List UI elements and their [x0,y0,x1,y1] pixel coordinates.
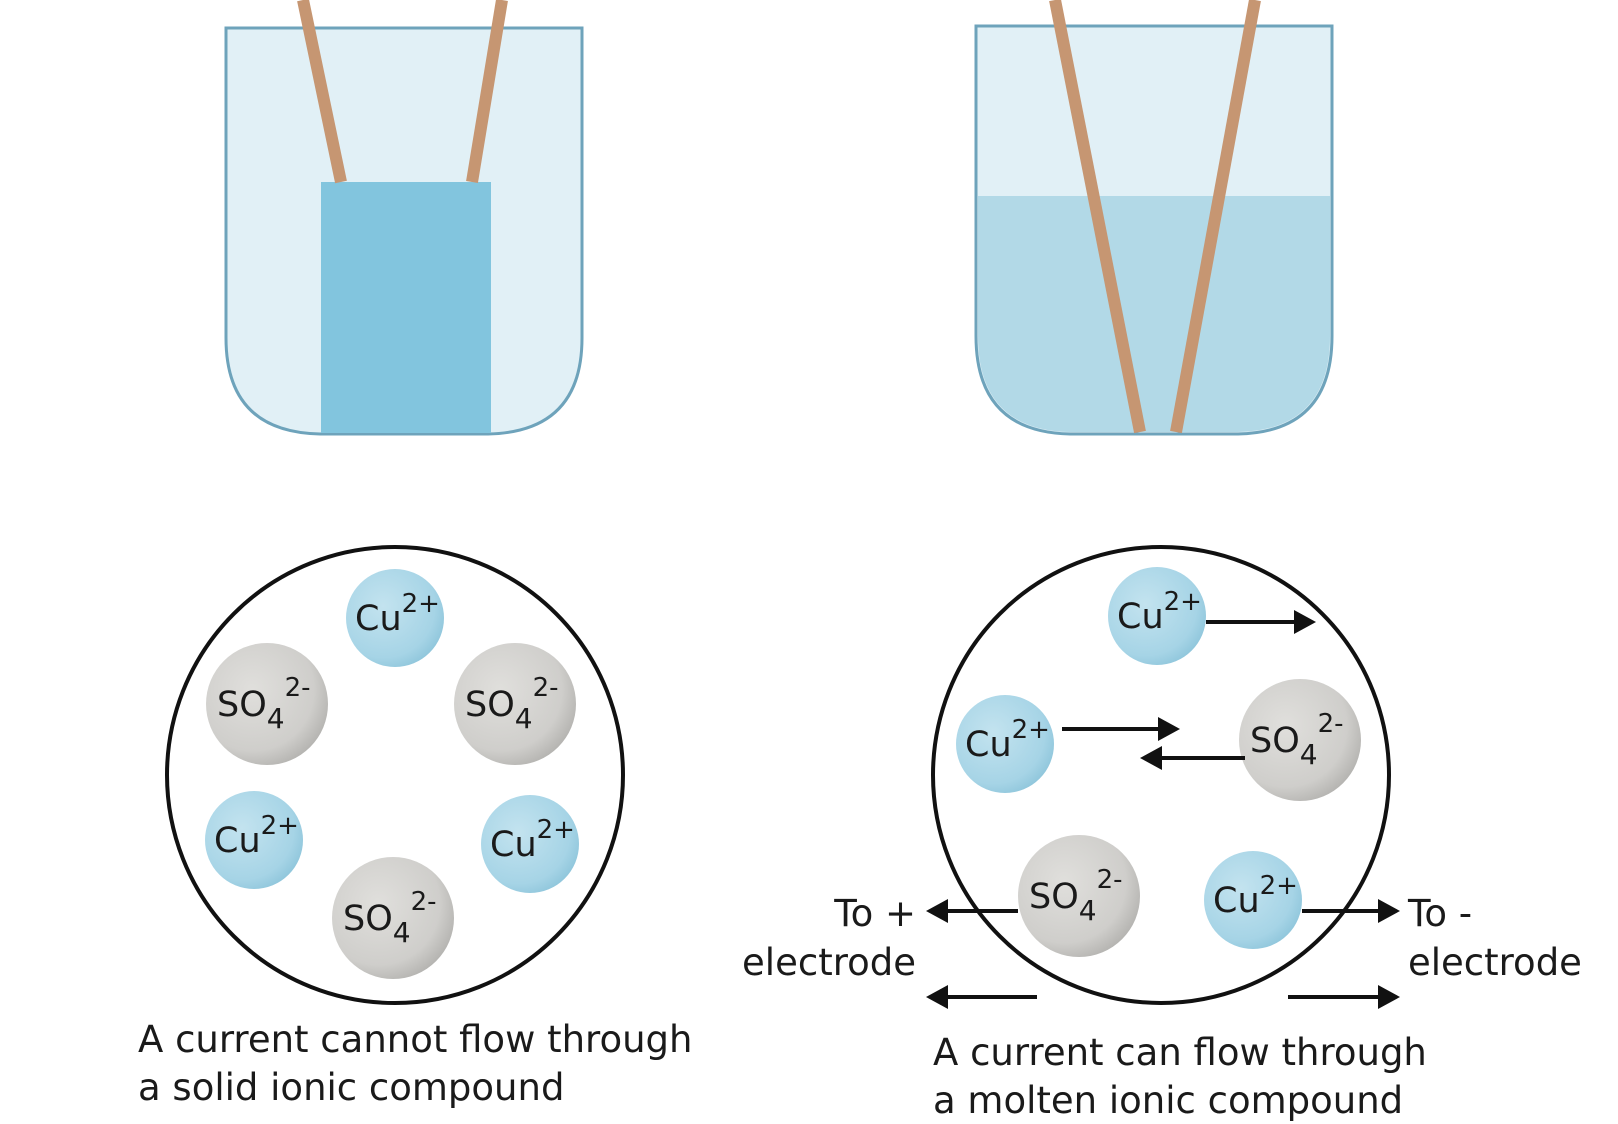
arrow-to-negative-electrode [1302,899,1400,923]
so4-ion-solid-2: SO42- [206,643,328,765]
solid-lattice-circle [165,545,625,1005]
anion-sphere [454,643,576,765]
so4-ion-solid-3: SO42- [454,643,576,765]
anion-sphere [1239,679,1361,801]
arrow-cu-top-right [1206,610,1316,634]
electrode-right-b [1170,0,1261,434]
electrode-left-b [466,0,508,183]
anion-sphere [332,857,454,979]
cu-ion-label: Cu2+ [214,811,299,861]
cation-sphere [346,569,444,667]
arrow-to-positive-electrode [926,899,1018,923]
molten-ion-group: Cu2+ Cu2+ SO42- SO42- Cu2+ [956,567,1361,957]
solid-caption-line2: a solid ionic compound [138,1066,564,1109]
cu-ion-solid-1: Cu2+ [346,569,444,667]
to-negative-label-line1: To - [1407,892,1472,935]
beaker-solid [224,0,584,436]
cu-ion-label: Cu2+ [490,815,575,865]
so4-ion-molten-3: SO42- [1239,679,1361,801]
anion-sphere [1018,835,1140,957]
solid-caption-line1: A current cannot flow through [138,1018,692,1061]
arrow-cu-mid-right [1062,717,1180,741]
anion-sphere [206,643,328,765]
cu-ion-molten-1: Cu2+ [1108,567,1206,665]
cu-ion-molten-5: Cu2+ [1204,851,1302,949]
cu-ion-molten-2: Cu2+ [956,695,1054,793]
so4-ion-label: SO42- [343,887,437,949]
so4-ion-label: SO42- [217,673,311,735]
cation-sphere [205,791,303,889]
cation-sphere [481,795,579,893]
cu-ion-solid-4: Cu2+ [205,791,303,889]
arrow-so4-mid-left [1140,746,1245,770]
so4-ion-label: SO42- [1250,709,1344,771]
cu-ion-label: Cu2+ [355,589,440,639]
to-negative-label-line2: electrode [1408,941,1582,984]
ion-movement-arrows [926,610,1400,1009]
so4-ion-solid-6: SO42- [332,857,454,979]
so4-ion-molten-4: SO42- [1018,835,1140,957]
solid-ionic-block [321,182,491,433]
cu-ion-label: Cu2+ [1117,587,1202,637]
to-positive-label-line2: electrode [742,941,916,984]
beaker-molten [974,0,1334,436]
cu-ion-label: Cu2+ [965,715,1050,765]
molten-caption-line2: a molten ionic compound [933,1079,1403,1122]
so4-ion-label: SO42- [1029,865,1123,927]
cu-ion-label: Cu2+ [1213,871,1298,921]
cu-ion-solid-5: Cu2+ [481,795,579,893]
molten-liquid-circle [931,545,1391,1005]
arrow-bottom-left [926,985,1037,1009]
so4-ion-label: SO42- [465,673,559,735]
molten-liquid [978,196,1330,432]
cation-sphere [1204,851,1302,949]
cation-sphere [1108,567,1206,665]
electrode-left-a [297,0,347,184]
arrow-bottom-right [1288,985,1400,1009]
solid-ion-group: Cu2+ SO42- SO42- Cu2+ Cu2+ SO42- [205,569,579,979]
electrode-right-a [1049,0,1146,434]
cation-sphere [956,695,1054,793]
to-positive-label-line1: To + [833,892,916,935]
molten-caption-line1: A current can flow through [933,1031,1427,1074]
